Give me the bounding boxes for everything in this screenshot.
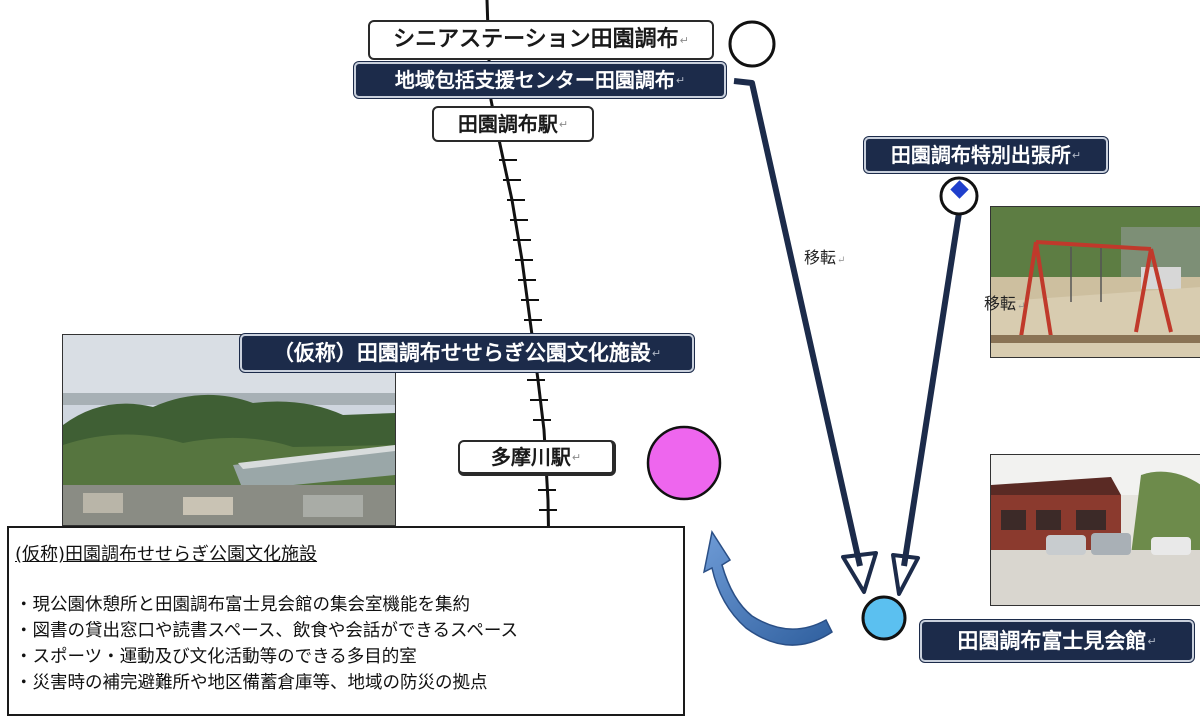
denenchofu-station-label: 田園調布駅↵ <box>432 106 594 142</box>
tamagawa-station-label: 多摩川駅↵ <box>458 440 616 476</box>
tokubetsu-office-marker <box>939 176 979 216</box>
return-mark: ↵ <box>558 117 569 131</box>
return-mark: ↵ <box>651 346 662 360</box>
tokubetsu-office-label-text: 田園調布特別出張所 <box>890 143 1071 167</box>
playground-swing-photo <box>990 206 1200 358</box>
relocation-label-2: 移転↵ <box>984 290 1025 314</box>
senior-station-label-text: シニアステーション田園調布 <box>393 27 679 52</box>
return-mark: ↵ <box>1017 301 1026 312</box>
relocation-label-1-text: 移転 <box>804 248 837 267</box>
facility-info-item: ・図書の貸出窓口や読書スペース、飲食や会話ができるスペース <box>15 621 518 641</box>
move-arrow-2 <box>891 199 964 596</box>
curved-arrow <box>702 530 833 646</box>
return-mark: ↵ <box>1071 148 1082 162</box>
facility-info-box: (仮称)田園調布せせらぎ公園文化施設 ・現公園休憩所と田園調布富士見会館の集会室… <box>7 526 685 716</box>
return-mark: ↵ <box>679 33 689 47</box>
seseragi-facility-label-text: （仮称）田園調布せせらぎ公園文化施設 <box>272 340 651 365</box>
denenchofu-station-label-text: 田園調布駅 <box>457 112 558 136</box>
move-arrow-1 <box>733 78 878 594</box>
return-mark: ↵ <box>1147 634 1157 648</box>
fujimi-hall-label-text: 田園調布富士見会館 <box>957 628 1147 653</box>
facility-info-item: ・現公園休憩所と田園調布富士見会館の集会室機能を集約 <box>15 595 470 615</box>
tamagawa-station-marker <box>646 425 722 501</box>
tokubetsu-office-label: 田園調布特別出張所↵ <box>864 137 1108 173</box>
facility-info-item: ・スポーツ・運動及び文化活動等のできる多目的室 <box>15 647 417 667</box>
facility-info-item: ・災害時の補完避難所や地区備蓄倉庫等、地域の防災の拠点 <box>15 673 488 693</box>
relocation-label-1: 移転↵ <box>804 244 845 268</box>
seseragi-facility-label: （仮称）田園調布せせらぎ公園文化施設↵ <box>240 334 694 372</box>
fujimi-hall-building-photo <box>990 454 1200 606</box>
fujimi-hall-label: 田園調布富士見会館↵ <box>920 620 1194 662</box>
fujimi-hall-marker <box>861 595 907 641</box>
relocation-label-2-text: 移転 <box>984 294 1017 313</box>
tamagawa-station-label-text: 多摩川駅 <box>490 445 571 469</box>
facility-info-list: ・現公園休憩所と田園調布富士見会館の集会室機能を集約 ・図書の貸出窓口や読書スペ… <box>15 592 673 696</box>
return-mark: ↵ <box>571 450 582 464</box>
chiiki-center-label-text: 地域包括支援センター田園調布 <box>394 68 675 92</box>
facility-info-title: (仮称)田園調布せせらぎ公園文化施設 <box>15 544 318 565</box>
return-mark: ↵ <box>837 255 846 266</box>
senior-station-marker <box>728 20 776 68</box>
chiiki-center-label: 地域包括支援センター田園調布↵ <box>354 62 726 98</box>
senior-station-label: シニアステーション田園調布↵ <box>368 20 714 60</box>
aerial-view-photo <box>62 334 396 526</box>
return-mark: ↵ <box>675 73 686 87</box>
